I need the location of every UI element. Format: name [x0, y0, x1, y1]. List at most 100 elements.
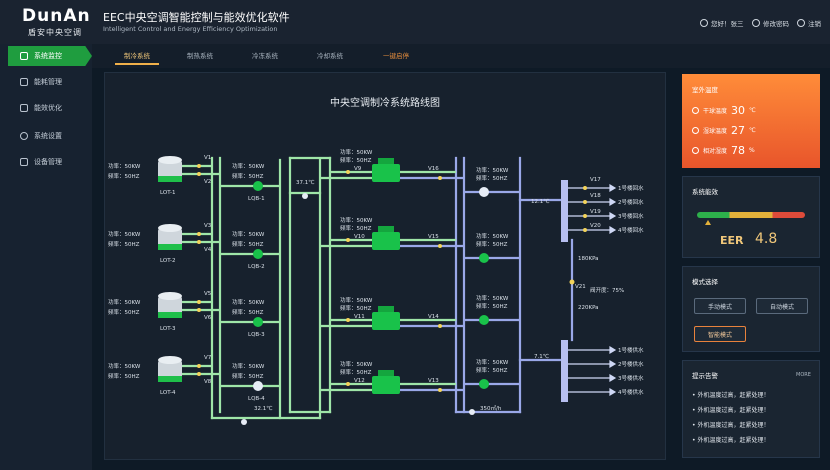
sidebar-item-label: 能效优化 [34, 104, 62, 112]
chiller-icon [372, 164, 400, 182]
manual-mode-button[interactable]: 手动模式 [694, 298, 746, 314]
tower-valve-label: V2 [204, 179, 211, 185]
valve-icon[interactable] [197, 164, 201, 168]
power-icon [797, 19, 805, 27]
sidebar-item-system-monitor[interactable]: 系统监控 [8, 46, 92, 66]
optimize-icon [20, 104, 28, 112]
alarm-more-link[interactable]: MORE [796, 372, 811, 378]
lock-icon [752, 19, 760, 27]
cooling-pump-power: 功率：50KW [232, 362, 265, 370]
valve-icon[interactable] [197, 172, 201, 176]
humidity-row: 相对湿度 78% [692, 144, 755, 157]
tab-refrigeration[interactable]: 制冷系统 [124, 52, 150, 60]
valve-icon[interactable] [438, 324, 442, 328]
tab-chilled-water[interactable]: 冷冻系统 [252, 52, 278, 60]
outdoor-temperature-card [682, 74, 820, 168]
bypass-opening: 阀开度：75% [590, 286, 624, 294]
change-password-button[interactable]: 修改密码 [752, 18, 789, 28]
alarm-card [682, 360, 820, 458]
cooling-pump-id: LQB-1 [248, 196, 265, 202]
return-valve-v17: V17 [590, 177, 601, 183]
chilled-pump-power: 功率：50KW [476, 232, 509, 240]
valve-icon[interactable] [197, 240, 201, 244]
valve-icon[interactable] [346, 318, 350, 322]
alarm-item: • 外机温度过高，赶紧处理！ [692, 407, 770, 414]
tower-valve-label: V1 [204, 155, 211, 161]
chiller-power: 功率：50KW [340, 296, 373, 304]
valve-v18-icon[interactable] [583, 200, 587, 204]
chilled-pump-frequency: 频率：50HZ [476, 366, 508, 374]
valve-icon[interactable] [346, 170, 350, 174]
tower-basin-icon [158, 244, 182, 250]
user-menu[interactable]: 您好！张三 [700, 18, 744, 28]
valve-icon[interactable] [197, 232, 201, 236]
change-password-label: 修改密码 [763, 20, 789, 28]
valve-icon[interactable] [346, 382, 350, 386]
cooling-pump-frequency: 频率：50HZ [232, 172, 264, 180]
valve-icon[interactable] [346, 238, 350, 242]
tower-basin-icon [158, 312, 182, 318]
wet-bulb-label: 湿球温度 [703, 128, 728, 135]
tab-heating[interactable]: 制热系统 [187, 52, 213, 60]
auto-mode-button[interactable]: 自动模式 [756, 298, 808, 314]
app-subtitle: Intelligent Control and Energy Efficienc… [103, 25, 278, 33]
chilled-pump-power: 功率：50KW [476, 358, 509, 366]
humidity-unit: % [749, 147, 755, 154]
logout-button[interactable]: 注销 [797, 18, 821, 28]
tab-one-key-start[interactable]: 一键启停 [383, 52, 409, 60]
cooling-pump-power: 功率：50KW [232, 298, 265, 306]
sidebar-item-energy[interactable]: 能耗管理 [8, 72, 92, 92]
droplet-icon [692, 147, 699, 154]
outdoor-temperature-title: 室外温度 [692, 86, 718, 94]
supply-branch-4: 4号楼供水 [618, 388, 644, 396]
sidebar-item-devices[interactable]: 设备管理 [8, 152, 92, 172]
chilled-pump-frequency: 频率：50HZ [476, 174, 508, 182]
smart-mode-button[interactable]: 智能模式 [694, 326, 746, 342]
tab-cooling-water[interactable]: 冷却系统 [317, 52, 343, 60]
pump-icon [479, 379, 489, 389]
sidebar-item-settings[interactable]: 系统设置 [8, 126, 92, 146]
humidity-value: 78 [731, 144, 746, 157]
tower-top-icon [158, 224, 182, 232]
valve-v17-icon[interactable] [583, 186, 587, 190]
sidebar-item-optimize[interactable]: 能效优化 [8, 98, 92, 118]
mode-selection-title: 模式选择 [692, 278, 718, 286]
valve-icon[interactable] [438, 244, 442, 248]
valve-icon[interactable] [438, 388, 442, 392]
temp-chilled-return: 12.1℃ [531, 198, 549, 205]
valve-v20-icon[interactable] [583, 228, 587, 232]
bypass-valve-icon[interactable] [569, 279, 575, 285]
valve-icon[interactable] [438, 176, 442, 180]
tower-frequency: 频率：50HZ [108, 308, 140, 316]
return-water-header [561, 180, 568, 242]
dry-bulb-label: 干球温度 [703, 108, 728, 115]
cooling-pump-power: 功率：50KW [232, 230, 265, 238]
valve-icon[interactable] [197, 300, 201, 304]
valve-icon[interactable] [197, 372, 201, 376]
pump-icon [479, 315, 489, 325]
valve-icon[interactable] [197, 364, 201, 368]
pump-icon [253, 181, 263, 191]
valve-icon[interactable] [197, 308, 201, 312]
valve-v19-icon[interactable] [583, 214, 587, 218]
wet-bulb-row: 湿球温度 27℃ [692, 124, 756, 137]
return-valve-v20: V20 [590, 223, 601, 229]
app-title: EEC中央空调智能控制与能效优化软件 [103, 11, 290, 24]
tower-id: LOT-3 [160, 326, 176, 332]
